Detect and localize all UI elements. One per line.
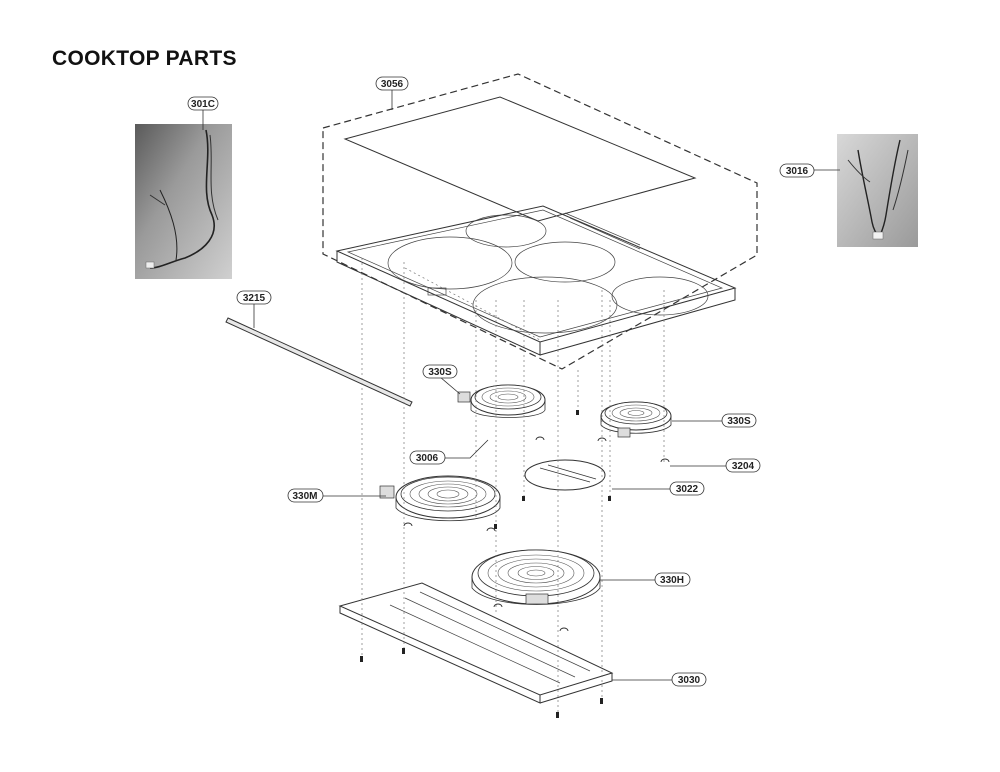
svg-text:330S: 330S [428,367,452,378]
element-330s-right [600,401,672,438]
svg-text:3030: 3030 [678,675,701,686]
sensor-plate-3022 [524,459,606,491]
callout-301c: 301C [187,96,219,111]
callout-3056: 3056 [375,76,409,91]
callout-3022: 3022 [669,481,705,496]
callout-3204: 3204 [725,458,761,473]
element-330s-left [457,384,546,418]
callout-330s-right: 330S [721,413,757,428]
trim-strip-3215 [225,317,413,407]
svg-text:330H: 330H [660,575,684,586]
svg-text:330S: 330S [727,416,751,427]
assembly-boundary [322,73,758,370]
svg-text:3022: 3022 [676,484,699,495]
assembly-guide-lines [361,258,665,715]
callout-3006: 3006 [409,450,446,465]
cooktop-frame [335,205,737,356]
leader-lines [202,90,840,681]
callout-330h: 330H [654,572,691,587]
svg-text:301C: 301C [191,99,215,110]
svg-text:3006: 3006 [416,453,439,464]
svg-text:3204: 3204 [732,461,755,472]
page-title: COOKTOP PARTS [52,47,237,70]
svg-text:330M: 330M [292,491,317,502]
bottom-pan-3030 [338,582,614,704]
screws-and-clips [360,410,670,718]
harness-photo-301c [135,124,232,279]
svg-text:3016: 3016 [786,166,809,177]
callout-330m: 330M [287,488,324,503]
callout-330s-left: 330S [422,364,458,379]
callout-3016: 3016 [779,163,815,178]
element-330h [471,549,601,605]
svg-text:3056: 3056 [381,79,404,90]
harness-photo-3016 [837,134,918,247]
callout-3215: 3215 [236,290,272,305]
callout-3030: 3030 [671,672,707,687]
element-330m [379,475,501,522]
glass-top [343,96,697,222]
svg-text:3215: 3215 [243,293,266,304]
